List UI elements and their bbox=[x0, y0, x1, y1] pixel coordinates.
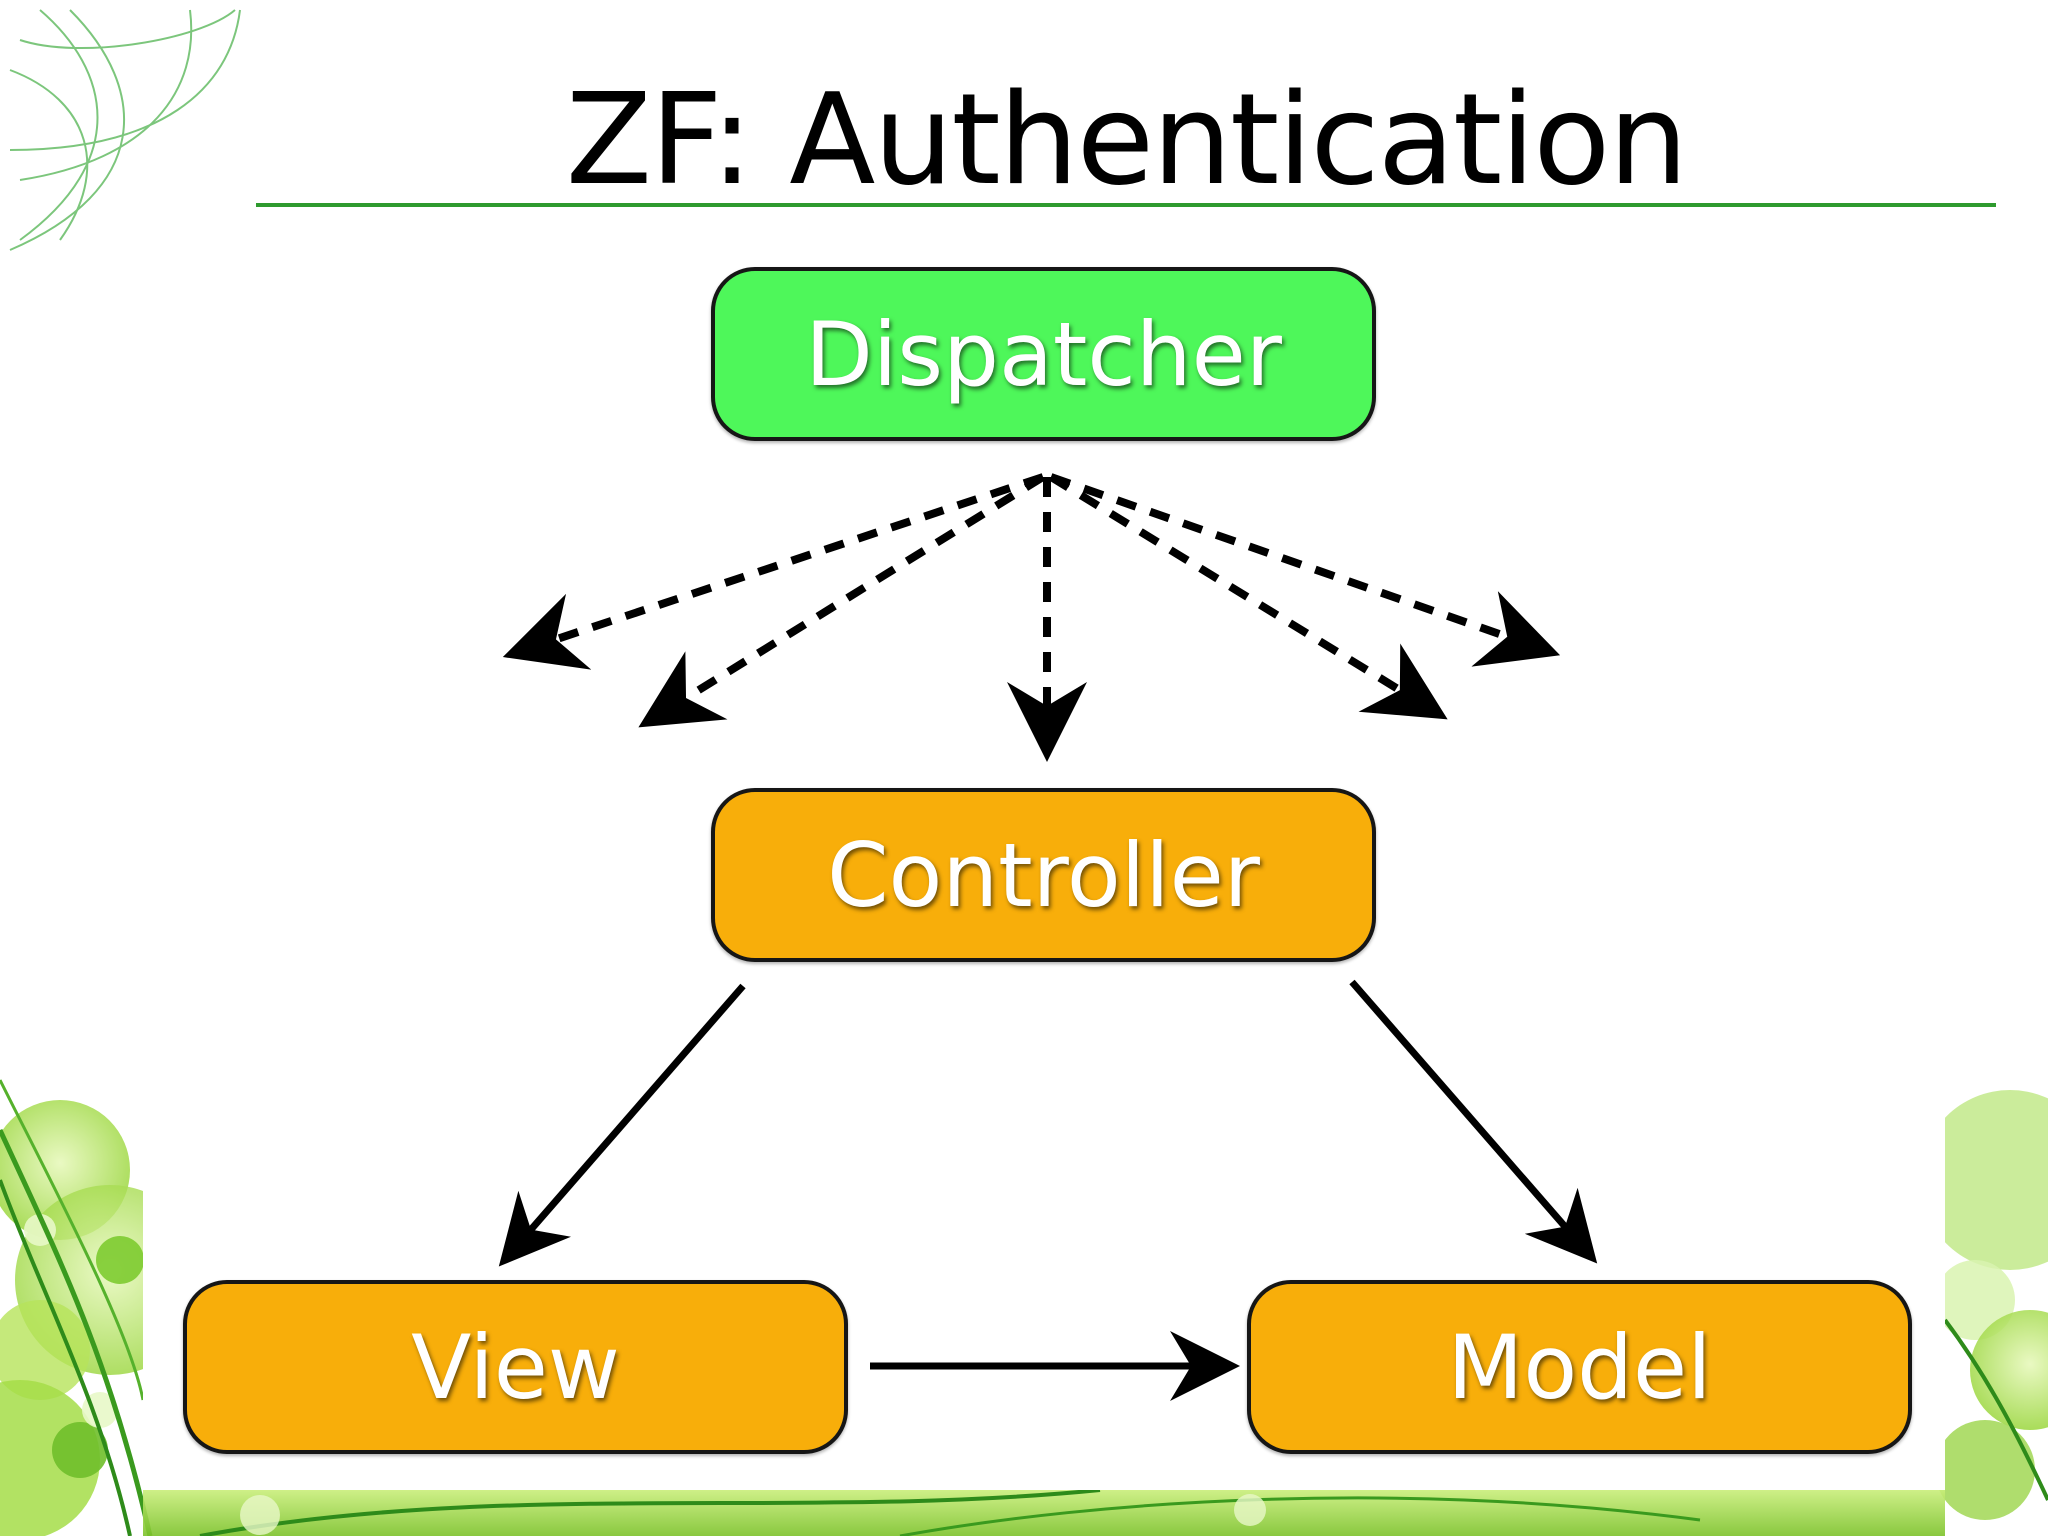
view-node: View bbox=[183, 1280, 848, 1454]
dispatcher-node: Dispatcher bbox=[711, 267, 1376, 441]
bubble-decoration-right bbox=[1920, 1090, 2048, 1520]
model-label: Model bbox=[1447, 1315, 1712, 1419]
title-underline bbox=[256, 203, 1996, 207]
model-node: Model bbox=[1247, 1280, 1912, 1454]
slide-title: ZF: Authentication bbox=[565, 66, 1688, 213]
grass-strip-decoration bbox=[143, 1488, 1945, 1536]
controller-node: Controller bbox=[711, 788, 1376, 962]
controller-label: Controller bbox=[827, 823, 1260, 927]
swirl-decoration bbox=[9, 9, 241, 251]
view-label: View bbox=[411, 1315, 620, 1419]
dispatcher-label: Dispatcher bbox=[805, 302, 1282, 406]
